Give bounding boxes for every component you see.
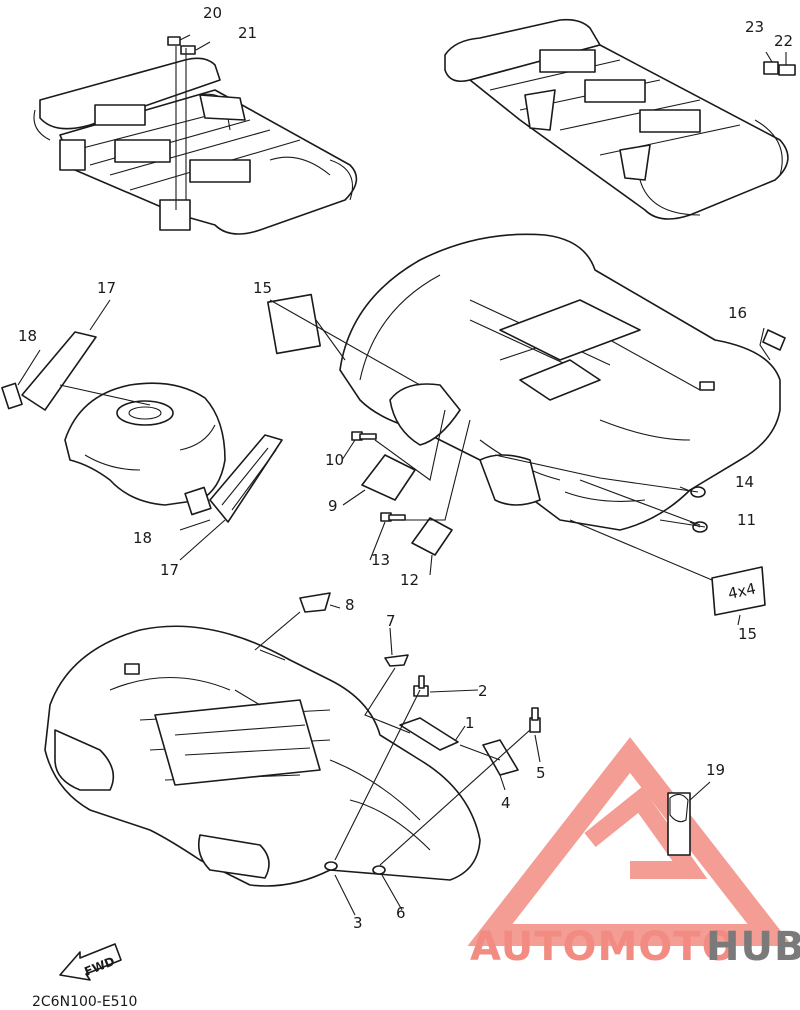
nut-3	[324, 861, 338, 871]
callout-18-upper: 18	[18, 327, 37, 345]
watermark-text-part1: AUTOMOTO	[470, 924, 737, 970]
decal-4x4-text: 4x4	[726, 579, 757, 602]
callout-21: 21	[238, 24, 257, 42]
callout-16: 16	[728, 304, 747, 322]
callout-2: 2	[478, 682, 488, 700]
sticker-19	[667, 792, 691, 856]
callout-9: 9	[328, 497, 338, 515]
tag-21	[180, 45, 196, 55]
decal-16	[762, 329, 786, 351]
nut-6	[372, 865, 386, 875]
callout-13: 13	[371, 551, 390, 569]
tank-cover	[64, 382, 226, 506]
callout-5: 5	[536, 764, 546, 782]
callout-10: 10	[325, 451, 344, 469]
plate-4	[482, 739, 519, 776]
screw-5	[529, 707, 541, 733]
plate-12	[411, 517, 453, 556]
callout-20: 20	[203, 4, 222, 22]
watermark-text: AUTOMOTO HUB	[470, 924, 800, 970]
decal-8	[299, 592, 331, 613]
callout-4: 4	[501, 794, 511, 812]
callout-15-upper: 15	[253, 279, 272, 297]
callout-7: 7	[386, 612, 396, 630]
tag-22	[778, 64, 796, 76]
callout-23: 23	[745, 18, 764, 36]
plate-9	[361, 454, 416, 501]
front-fender	[44, 625, 481, 887]
emblem-decal-right	[209, 434, 283, 523]
rear-fender	[339, 233, 781, 531]
drawing-code: 2C6N100-E510	[32, 994, 137, 1010]
callout-12: 12	[400, 571, 419, 589]
callout-22: 22	[774, 32, 793, 50]
screw-13	[380, 512, 406, 522]
decal-18-left	[1, 382, 23, 410]
watermark-text-part2: HUB	[706, 924, 800, 970]
emblem-decal-left	[21, 331, 97, 411]
decal-15-upper	[267, 293, 321, 355]
watermark-logo	[467, 737, 793, 946]
screw-2	[413, 675, 429, 697]
tag-20	[167, 36, 181, 46]
callout-19: 19	[706, 761, 725, 779]
decal-7	[384, 654, 409, 667]
callout-8: 8	[345, 596, 355, 614]
plate-1	[399, 717, 459, 751]
callout-17-upper: 17	[97, 279, 116, 297]
callout-1: 1	[465, 714, 475, 732]
front-carrier-rack	[33, 57, 358, 235]
tag-23	[763, 61, 779, 75]
fwd-arrow: FWD	[59, 943, 122, 981]
leader-lines	[17, 34, 787, 916]
decal-18-right	[184, 486, 212, 516]
callout-6: 6	[396, 904, 406, 922]
callout-labels: 1 2 3 4 5 6 7 8 9 10 11 12 13 14 15 15 1…	[18, 4, 793, 932]
callout-15-lower: 15	[738, 625, 757, 643]
rear-carrier-rack	[444, 18, 789, 220]
callout-17-lower: 17	[160, 561, 179, 579]
callout-18-lower: 18	[133, 529, 152, 547]
callout-11: 11	[737, 511, 756, 529]
callout-14: 14	[735, 473, 754, 491]
callout-3: 3	[353, 914, 363, 932]
decal-15-lower: 4x4	[711, 566, 766, 616]
screw-10	[351, 431, 377, 441]
